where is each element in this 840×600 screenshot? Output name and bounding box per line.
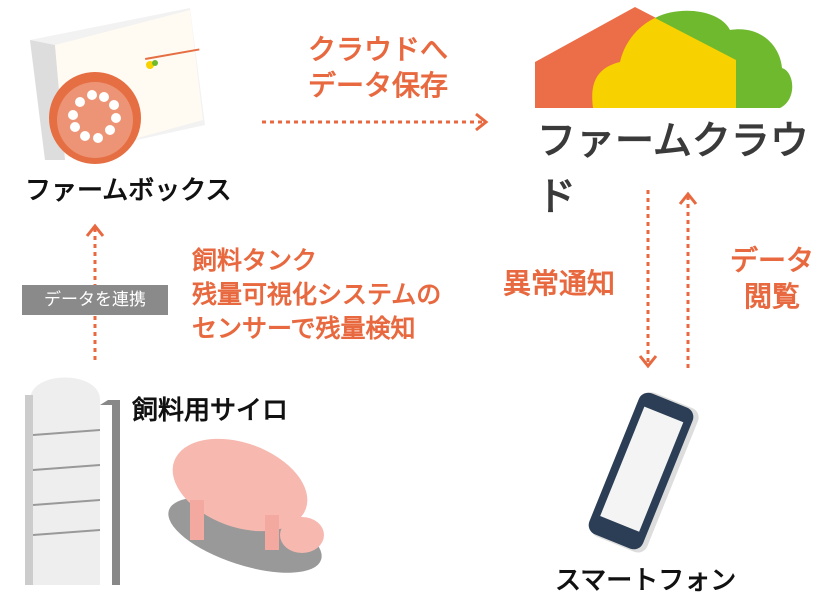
- silo-label: 飼料用サイロ: [132, 396, 289, 426]
- farm-box-label: ファームボックス: [25, 176, 232, 206]
- phone-to-cloud-label: データ 閲覧: [722, 243, 822, 315]
- farm-box-image: [30, 8, 205, 164]
- smartphone-label: スマートフォン: [555, 566, 737, 596]
- data-link-badge: データを連携: [22, 285, 168, 315]
- cloud-to-phone-label: 異常通知: [503, 267, 616, 300]
- label-line: 飼料タンク: [192, 246, 318, 275]
- smartphone-image: [588, 392, 699, 553]
- box-to-cloud-label: クラウドへ データ保存: [300, 32, 456, 104]
- label-line: センサーで残量検知: [192, 314, 416, 343]
- farm-cloud-logo: [535, 7, 793, 109]
- label-line: データ保存: [307, 69, 448, 102]
- pig-image: [168, 438, 324, 573]
- label-line: 残量可視化システムの: [192, 280, 442, 309]
- farm-cloud-label: ファームクラウド: [537, 119, 809, 220]
- sensor-description: 飼料タンク 残量可視化システムの センサーで残量検知: [192, 244, 441, 346]
- silo-image: [25, 377, 120, 585]
- label-line: クラウドへ: [307, 33, 448, 66]
- label-line: データ: [729, 244, 814, 277]
- label-line: 閲覧: [743, 280, 800, 313]
